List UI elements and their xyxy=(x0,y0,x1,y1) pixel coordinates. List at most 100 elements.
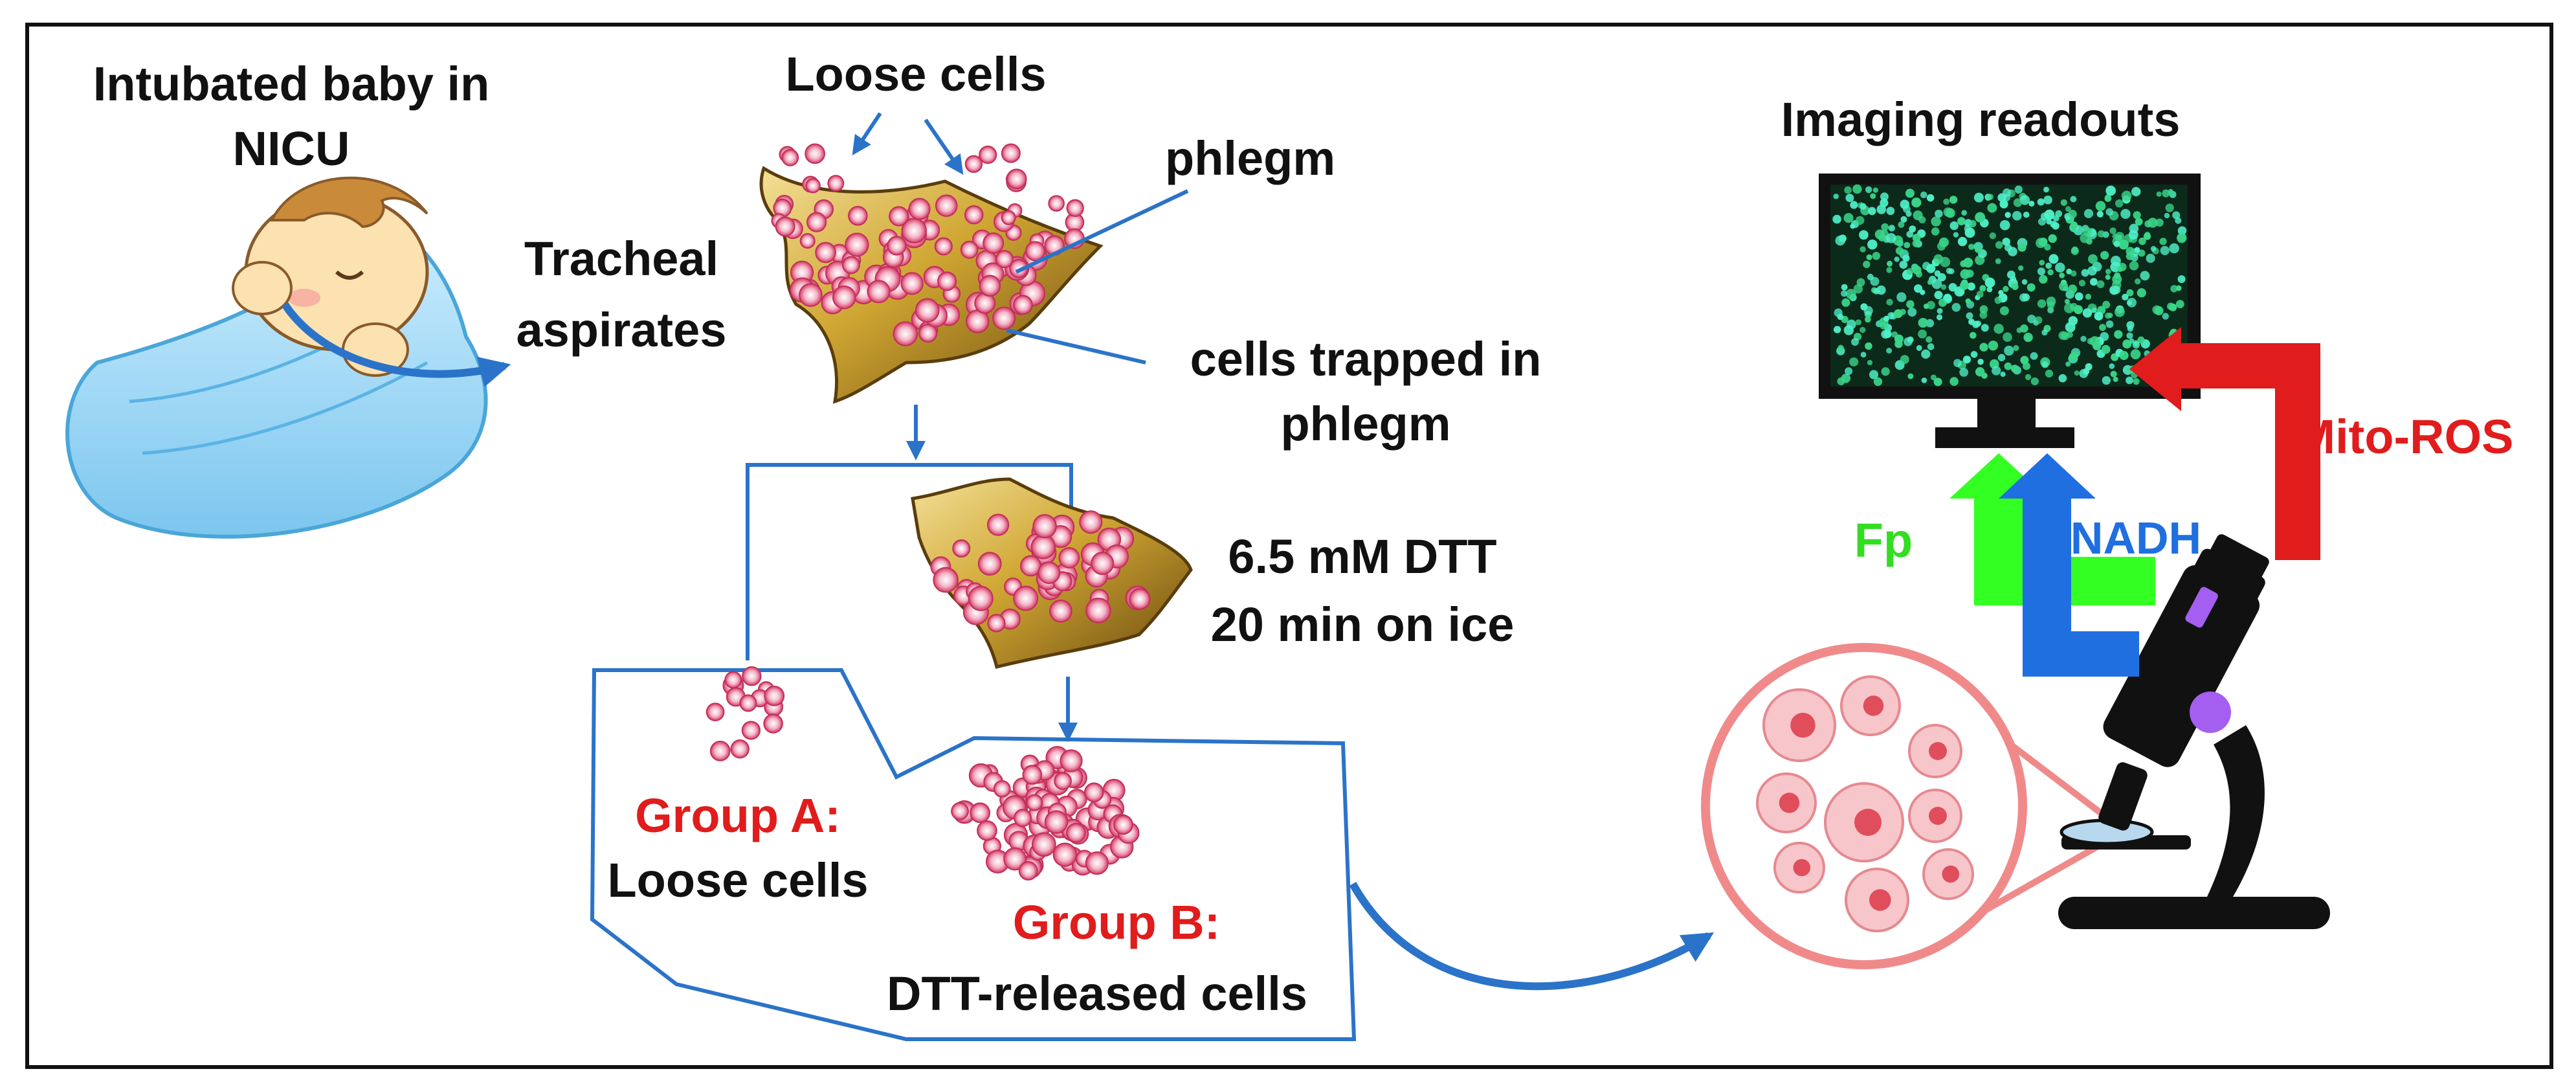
fluorescent-cell xyxy=(1893,309,1903,319)
fluorescent-cell xyxy=(1907,373,1914,379)
label-loose-cells-top: Loose cells xyxy=(785,47,1046,101)
fluorescent-cell xyxy=(2023,211,2030,218)
label-mito-ros: Mito-ROS xyxy=(2295,410,2513,464)
cell xyxy=(1091,552,1115,576)
fluorescent-cell xyxy=(1943,198,1950,205)
fluorescent-cell xyxy=(2138,249,2146,257)
fluorescent-cell xyxy=(1911,197,1922,208)
fluorescent-cell xyxy=(2058,374,2067,383)
label-tracheal-line2: aspirates xyxy=(516,303,727,357)
fluorescent-cell xyxy=(2097,230,2105,238)
fluorescent-cell xyxy=(2069,352,2078,361)
arrow-to-microscopy xyxy=(1349,882,1715,991)
nadh-arrow xyxy=(1999,453,2139,677)
fluorescent-cell xyxy=(1921,349,1931,359)
fluorescent-cell xyxy=(2138,237,2146,245)
trapped-cells-top xyxy=(790,194,1048,346)
fluorescent-cell xyxy=(1880,198,1889,207)
fluorescent-cell xyxy=(2133,377,2140,385)
fluorescent-cell xyxy=(2068,284,2078,294)
cell xyxy=(970,802,991,824)
label-phlegm: phlegm xyxy=(1165,131,1335,185)
fluorescent-cell xyxy=(1979,305,1988,314)
cell-nucleus xyxy=(1779,793,1800,813)
fluorescent-cell xyxy=(2096,210,2104,218)
cell xyxy=(935,194,958,217)
fluorescent-cell xyxy=(1953,359,1962,368)
cell xyxy=(1018,860,1038,881)
fluorescent-cell xyxy=(1931,278,1942,289)
fluorescent-cell xyxy=(2105,185,2116,196)
fluorescent-cell xyxy=(1959,368,1969,377)
fluorescent-cell xyxy=(2162,189,2170,197)
fluorescent-cell xyxy=(1860,203,1867,210)
fluorescent-cell xyxy=(1964,227,1975,238)
split-flow-lines xyxy=(746,405,1081,660)
fluorescent-cell xyxy=(1960,280,1970,290)
fluorescent-cell xyxy=(2038,238,2048,247)
fluorescent-cell xyxy=(1916,344,1922,351)
fluorescent-cell xyxy=(2020,355,2029,365)
cell xyxy=(1013,295,1033,315)
fluorescent-cell xyxy=(1987,203,1997,213)
fluorescent-cell xyxy=(1833,326,1841,333)
fluorescent-cell xyxy=(2060,199,2067,207)
fluorescent-cell xyxy=(2041,361,2049,368)
cell xyxy=(993,780,1011,798)
fluorescent-cell xyxy=(2052,215,2060,222)
fluorescent-cell xyxy=(2004,362,2012,370)
fluorescent-cell xyxy=(1923,303,1929,309)
fluorescent-cell xyxy=(1943,293,1952,302)
fluorescent-cell xyxy=(2070,196,2077,203)
microscope-icon xyxy=(2058,534,2330,929)
fluorescent-cell xyxy=(1863,260,1871,269)
fluorescent-cell xyxy=(1918,317,1928,328)
group-a-cells xyxy=(705,666,785,761)
fluorescent-cell xyxy=(2037,299,2047,308)
fluorescent-cell xyxy=(2111,255,2121,266)
fluorescent-cell xyxy=(1940,256,1951,267)
fluorescent-cell xyxy=(1921,377,1927,383)
fluorescent-cell xyxy=(1953,232,1959,238)
fluorescent-cell xyxy=(2116,266,2123,272)
fluorescent-cell xyxy=(2071,221,2078,229)
fluorescent-cell xyxy=(1904,242,1911,249)
fluorescent-cell xyxy=(2059,272,2065,278)
fluorescent-cell xyxy=(2071,226,2077,232)
fluorescent-cell xyxy=(1968,243,1975,250)
fluorescent-cell xyxy=(1845,289,1856,300)
fluorescent-cell xyxy=(1995,241,2003,249)
cell xyxy=(968,585,994,611)
fluorescent-cell xyxy=(1989,232,1997,240)
fluorescent-cell xyxy=(1988,340,1999,351)
fluorescent-cell xyxy=(1931,227,1940,236)
cell xyxy=(815,242,836,264)
pointer-phlegm xyxy=(1015,189,1189,274)
cell xyxy=(775,216,795,237)
fluorescent-cell xyxy=(1894,340,1903,348)
phlegm-sample-dtt xyxy=(911,477,1193,669)
fluorescent-cell xyxy=(2105,320,2114,328)
fluorescent-cell xyxy=(1961,210,1968,216)
cell xyxy=(951,802,970,820)
fluorescent-cell xyxy=(2064,298,2070,304)
fluorescent-cell xyxy=(1832,214,1841,224)
cell xyxy=(1085,851,1109,875)
fluorescent-cell xyxy=(2070,270,2077,277)
fluorescent-cell xyxy=(2065,206,2071,212)
fluorescent-cell xyxy=(1906,267,1914,275)
fluorescent-cell xyxy=(1866,254,1872,260)
fluorescent-cell xyxy=(1883,315,1889,322)
fluorescent-cell xyxy=(2165,203,2174,212)
fluorescent-cell xyxy=(1867,273,1874,280)
fluorescent-cell xyxy=(1852,184,1862,194)
fluorescent-cell xyxy=(2115,232,2125,242)
fluorescent-cell xyxy=(2004,243,2012,252)
fluorescent-cell xyxy=(2003,286,2009,292)
fluorescent-cell xyxy=(2019,324,2028,333)
fluorescent-cell xyxy=(1900,355,1909,365)
fluorescent-cell xyxy=(1970,332,1977,339)
fluorescent-cell xyxy=(1850,201,1858,209)
fluorescent-cell xyxy=(2121,190,2132,201)
pointer-trapped xyxy=(1006,328,1146,365)
